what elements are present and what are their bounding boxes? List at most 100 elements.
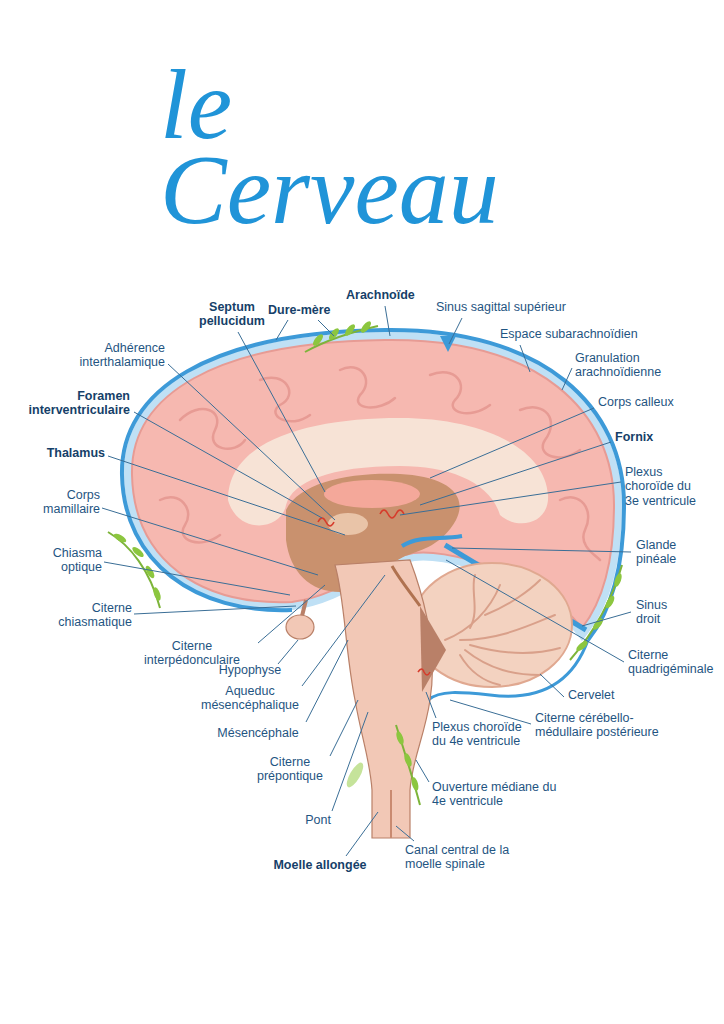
leaf — [152, 586, 162, 601]
leaf — [359, 320, 373, 335]
gyrus — [260, 378, 310, 422]
anatomy-label: Septum pellucidum — [187, 300, 277, 329]
leaf — [613, 572, 623, 587]
gyrus — [520, 407, 580, 457]
anatomy-label: Mésencéphale — [203, 726, 313, 740]
arbor-vitae — [445, 575, 560, 685]
leader-line — [278, 640, 298, 664]
leader-line — [258, 585, 325, 643]
pituitary-gland — [286, 615, 314, 639]
leader-line — [449, 318, 462, 344]
anatomy-label: Arachnoïde — [346, 288, 436, 302]
leader-line — [134, 412, 322, 518]
leader-line — [134, 606, 296, 614]
gyrus — [340, 367, 395, 407]
branch — [470, 645, 560, 653]
cerebellum-shape — [412, 563, 572, 687]
leader-line — [540, 674, 564, 697]
leader-line — [330, 700, 358, 756]
anatomy-label: Cervelet — [568, 688, 668, 702]
leaf — [327, 327, 341, 342]
anatomy-label: Pont — [288, 813, 348, 827]
leader-line — [426, 692, 436, 718]
superior-sagittal-sinus — [440, 336, 456, 352]
brainstem — [335, 560, 446, 838]
branch — [460, 655, 500, 685]
anatomy-label: Hypophyse — [200, 663, 300, 677]
fourth-ventricle — [420, 606, 446, 692]
anatomy-label: Moelle allongée — [255, 858, 385, 872]
leaf — [344, 760, 367, 789]
choroid-plexus — [318, 518, 334, 526]
central-canal — [390, 790, 392, 838]
anatomy-label: Plexus choroïde du 3e ventricule — [625, 465, 707, 508]
anatomy-label: Corps mamillaire — [20, 488, 100, 517]
leader-line — [306, 640, 348, 722]
choroid-plexus — [380, 510, 404, 518]
leaf — [403, 752, 413, 767]
leader-line — [400, 482, 621, 515]
anatomy-label: Aqueduc mésencéphalique — [185, 684, 315, 713]
leader-line — [396, 826, 414, 841]
anatomy-label: Chiasma optique — [30, 546, 102, 575]
anatomy-label: Espace subarachnoïdien — [500, 327, 670, 341]
anatomy-label: Foramen interventriculaire — [5, 389, 130, 418]
leader-line — [108, 456, 345, 535]
branch — [465, 650, 540, 675]
anatomy-label: Adhérence interthalamique — [45, 341, 165, 370]
leader-line — [430, 408, 594, 478]
third-ventricle-cistern — [402, 536, 462, 546]
anatomy-label: Citerne chiasmatique — [42, 601, 132, 630]
anatomy-label: Sinus droit — [636, 598, 688, 627]
gyrus — [180, 409, 245, 449]
leader-line — [332, 712, 368, 811]
leader-line — [520, 345, 530, 372]
anatomy-label: Sinus sagittal supérieur — [436, 300, 606, 314]
leader-line — [582, 612, 631, 626]
leader-line — [420, 442, 611, 505]
leader-line — [276, 320, 288, 340]
anatomy-label: Citerne prépontique — [240, 755, 340, 784]
brainstem-shape — [335, 560, 432, 838]
leaf — [144, 564, 156, 579]
leaf — [311, 333, 325, 348]
vine — [108, 532, 160, 608]
leader-lines — [102, 306, 631, 856]
leader-line — [346, 812, 378, 856]
anatomy-label: Citerne cérébello-médullaire postérieure — [535, 711, 675, 740]
leaf — [604, 594, 616, 609]
anatomy-label: Citerne quadrigéminale — [628, 648, 716, 677]
gyrus — [430, 372, 490, 413]
leader-line — [238, 332, 325, 492]
leaf — [395, 730, 405, 745]
aqueduct — [392, 566, 420, 606]
branch — [470, 575, 475, 628]
anatomy-label: Canal central de la moelle spinale — [405, 843, 520, 872]
anatomy-label: Corps calleux — [598, 395, 708, 409]
choroid-plexus — [418, 669, 430, 675]
cerebellum — [412, 563, 572, 687]
anatomy-label: Plexus choroïde du 4e ventricule — [432, 720, 530, 749]
leader-line — [104, 562, 290, 595]
leader-line — [385, 306, 390, 336]
anatomy-label: Fornix — [615, 430, 705, 444]
leader-line — [446, 560, 624, 662]
leader-line — [562, 368, 572, 390]
branch — [485, 580, 540, 615]
anatomy-label: Thalamus — [10, 446, 105, 460]
title: le Cerveau — [160, 62, 550, 232]
leader-line — [452, 548, 631, 552]
septum — [324, 480, 420, 508]
leaf — [343, 323, 357, 338]
anatomy-label: Granulation arachnoïdienne — [575, 351, 695, 380]
leaf — [410, 776, 419, 791]
leader-line — [302, 575, 385, 686]
anatomy-label: Dure-mère — [268, 303, 358, 317]
anatomy-label: Glande pinéale — [636, 538, 708, 567]
branch — [460, 615, 555, 640]
anatomy-label: Ouverture médiane du 4e ventricule — [432, 780, 562, 809]
leader-line — [102, 508, 318, 575]
leaf — [112, 532, 127, 544]
leader-line — [318, 320, 334, 336]
